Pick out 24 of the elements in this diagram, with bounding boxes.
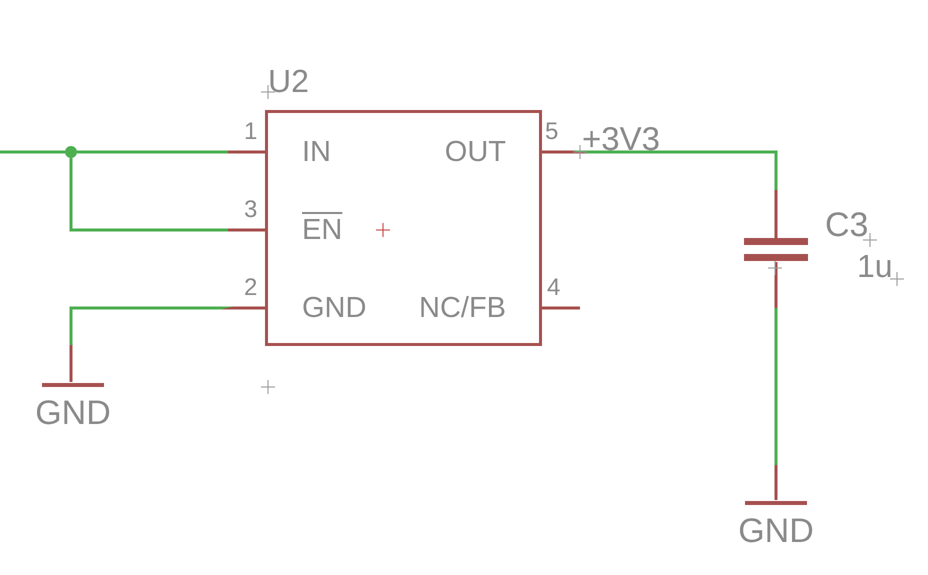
pin-number: 4: [547, 274, 560, 302]
pin-number: 2: [244, 274, 258, 302]
component-value: C3: [825, 206, 868, 244]
wire: [70, 306, 266, 382]
pin-name: EN: [302, 213, 342, 248]
wire: [774, 262, 778, 500]
wire: [542, 150, 778, 238]
component-value: 1u: [857, 248, 893, 284]
net-name: +3V3: [582, 120, 660, 157]
pin-number: 1: [244, 118, 258, 146]
junction-dot: [65, 146, 77, 158]
pin-name: OUT: [444, 135, 506, 170]
pin-number: 5: [545, 118, 558, 146]
pin-number: 3: [244, 196, 258, 224]
pin-name: IN: [302, 135, 331, 170]
wire: [70, 158, 266, 232]
net-name: GND: [35, 394, 111, 432]
wire: [542, 306, 580, 310]
pin-name: GND: [302, 291, 366, 326]
pin-name: NC/FB: [419, 291, 506, 326]
wire: [77, 150, 266, 154]
net-name: GND: [738, 512, 814, 550]
wire: [0, 150, 65, 154]
ref-designator: U2: [268, 63, 309, 99]
